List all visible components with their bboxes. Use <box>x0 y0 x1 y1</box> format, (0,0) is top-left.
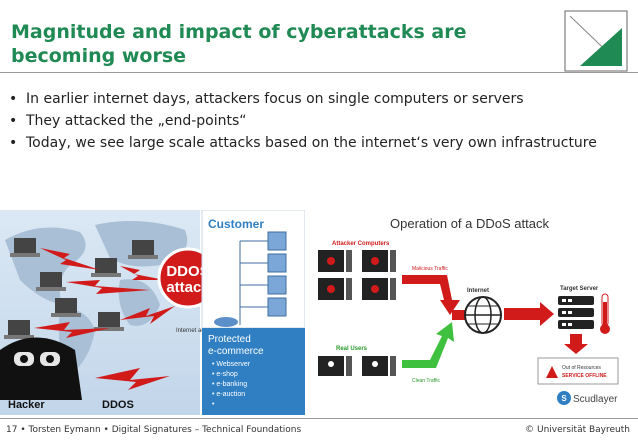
internet-label: Internet <box>467 288 489 294</box>
title-divider <box>0 72 638 73</box>
down-arrow <box>564 334 588 354</box>
footer-left: 17 • Torsten Eymann • Digital Signatures… <box>6 425 302 435</box>
laptop-icon <box>10 238 40 257</box>
ddos-bolt-icon <box>95 368 170 390</box>
university-logo <box>564 10 628 72</box>
attacker-computer-icons <box>318 250 396 300</box>
malicious-traffic-label: Malicious Traffic <box>412 266 448 272</box>
bullet-list: •In earlier internet days, attackers foc… <box>9 88 634 154</box>
ddos-bubble-line2: attack <box>166 279 210 296</box>
real-user-computer-icons <box>318 356 396 376</box>
protected-ecommerce-panel <box>202 328 305 415</box>
ddos-bubble-line1: DDOS <box>166 263 209 280</box>
svg-text:• e-banking: • e-banking <box>212 381 247 388</box>
hacker-label: Hacker <box>8 399 45 411</box>
attacker-computers-label: Attacker Computers <box>332 241 390 247</box>
brand-name: Scudlayer <box>573 394 618 405</box>
svg-text:• e-shop: • e-shop <box>212 371 238 378</box>
protected-title-line1: Protected <box>208 334 251 345</box>
footer-right: © Universität Bayreuth <box>525 425 630 435</box>
service-offline-badge: Out of Resources SERVICE OFFLINE <box>537 357 619 385</box>
bullet-item: •Today, we see large scale attacks based… <box>9 135 597 151</box>
ddos-world-illustration: DDOS attack Hacker DDOS Customer Interne… <box>0 210 305 415</box>
ddos-label: DDOS <box>102 399 134 411</box>
customer-panel <box>201 210 305 329</box>
clean-traffic-arrow <box>402 322 454 368</box>
protected-item: Webserver <box>216 361 250 368</box>
laptop-icon <box>128 240 158 259</box>
status-line1: Out of Resources <box>562 365 601 371</box>
footer-divider <box>0 418 638 419</box>
slide-title: Magnitude and impact of cyberattacks are… <box>11 21 467 67</box>
attack-arrow <box>504 302 554 326</box>
bullet-item: •In earlier internet days, attackers foc… <box>9 91 524 107</box>
clean-traffic-label: Clean Traffic <box>412 378 440 384</box>
svg-text:S: S <box>561 394 567 403</box>
laptop-icon <box>91 258 121 277</box>
globe-icon <box>464 296 502 334</box>
scudlayer-logo: S Scudlayer <box>557 391 618 405</box>
thermometer-icon <box>600 293 610 334</box>
internet-access-label: Internet access <box>176 328 217 334</box>
laptop-icon <box>36 272 66 291</box>
protected-title-line2: e-commerce <box>208 346 264 357</box>
diagram-title: Operation of a DDoS attack <box>390 216 549 231</box>
lightning-bolts <box>34 248 175 338</box>
svg-text:• Webserver: • Webserver <box>212 361 251 368</box>
laptop-icon <box>51 298 81 317</box>
ddos-operation-diagram: Operation of a DDoS attack Attacker Comp… <box>318 216 619 405</box>
target-server-icon <box>558 296 594 329</box>
malicious-traffic-arrow <box>402 275 460 315</box>
protected-item: e-shop <box>216 371 238 378</box>
protected-item: e-auction <box>216 391 245 398</box>
router-icon <box>214 317 238 327</box>
svg-text:•: • <box>212 401 215 408</box>
customer-label: Customer <box>208 217 264 231</box>
bullet-item: •They attacked the „end-points“ <box>9 113 247 129</box>
server-rack-icon <box>239 231 287 325</box>
laptop-icon <box>94 312 124 331</box>
svg-text:• e-auction: • e-auction <box>212 391 245 398</box>
hacker-icon <box>0 337 82 400</box>
real-users-label: Real Users <box>336 346 368 352</box>
laptop-icon <box>4 320 34 339</box>
footer: 17 • Torsten Eymann • Digital Signatures… <box>0 420 638 442</box>
target-server-label: Target Server <box>560 286 599 292</box>
status-line2: SERVICE OFFLINE <box>562 373 607 379</box>
protected-item: e-banking <box>216 381 247 388</box>
